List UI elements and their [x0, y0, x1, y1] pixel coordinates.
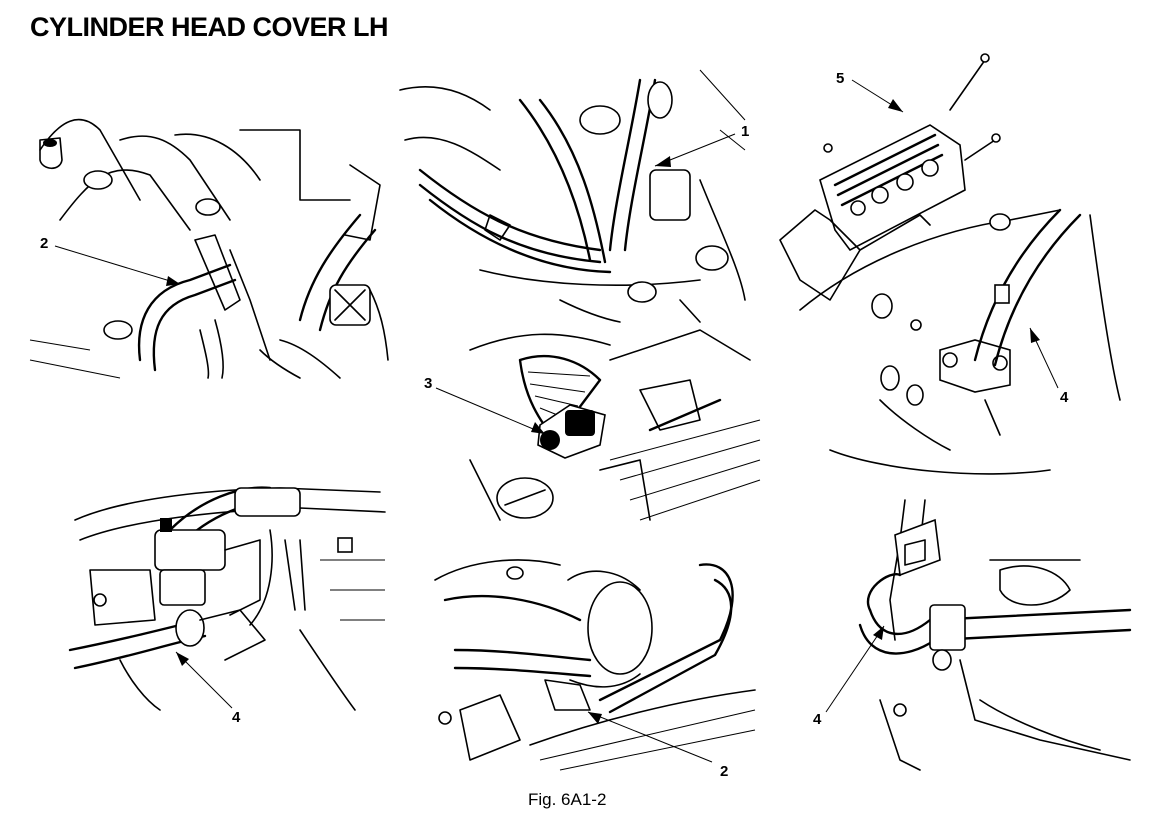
panel-top-center-illustration	[399, 69, 746, 323]
callout-4-lower-left: 4	[232, 709, 241, 726]
callout-2-lower-center: 2	[720, 763, 728, 780]
callout-4-upper-right: 4	[1060, 389, 1069, 406]
panel-top-right-illustration	[779, 53, 1121, 475]
callout-2-upper-left: 2	[40, 235, 48, 252]
callout-4-lower-right: 4	[813, 711, 822, 728]
panel-bottom-right-illustration	[825, 499, 1132, 771]
panel-top-left-illustration	[29, 118, 389, 379]
figure-caption: Fig. 6A1-2	[528, 790, 607, 809]
callout-3: 3	[424, 375, 432, 392]
page-title: CYLINDER HEAD COVER LH	[30, 12, 389, 42]
callout-1: 1	[741, 123, 749, 140]
panel-bottom-left-illustration	[68, 486, 386, 711]
panel-middle-center-illustration	[435, 329, 761, 521]
panel-bottom-center-illustration	[434, 559, 756, 771]
callout-5: 5	[836, 70, 844, 87]
